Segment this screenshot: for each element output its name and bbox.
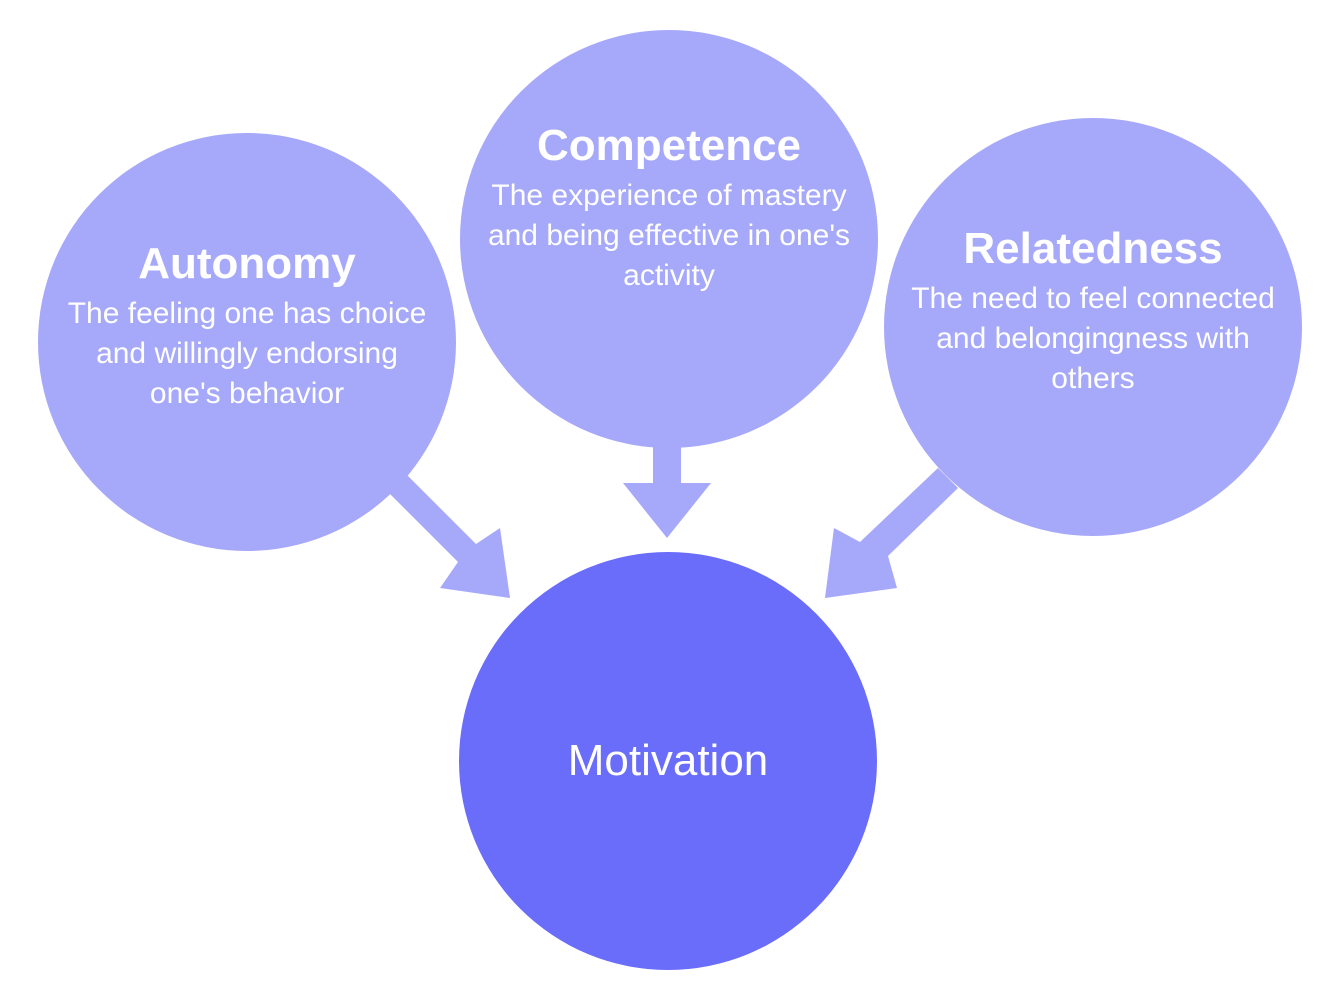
arrow-autonomy-to-motivation (387, 473, 510, 598)
need-title: Autonomy (138, 238, 356, 288)
arrow-relatedness-to-motivation (825, 468, 958, 598)
outcome-circle-motivation: Motivation (459, 552, 877, 970)
need-title: Competence (536, 120, 802, 170)
need-circle-relatedness: Relatedness The need to feel connected a… (884, 118, 1302, 536)
outcome-title: Motivation (567, 736, 769, 785)
need-title: Relatedness (963, 223, 1223, 273)
need-description: The experience of mastery and being effe… (487, 179, 851, 293)
need-description: The feeling one has choice and willingly… (67, 297, 427, 411)
need-description: The need to feel connected and belonging… (911, 282, 1275, 396)
arrow-competence-to-motivation (623, 440, 711, 538)
need-circle-autonomy: Autonomy The feeling one has choice and … (38, 133, 456, 551)
need-circle-competence: Competence The experience of mastery and… (460, 30, 878, 448)
